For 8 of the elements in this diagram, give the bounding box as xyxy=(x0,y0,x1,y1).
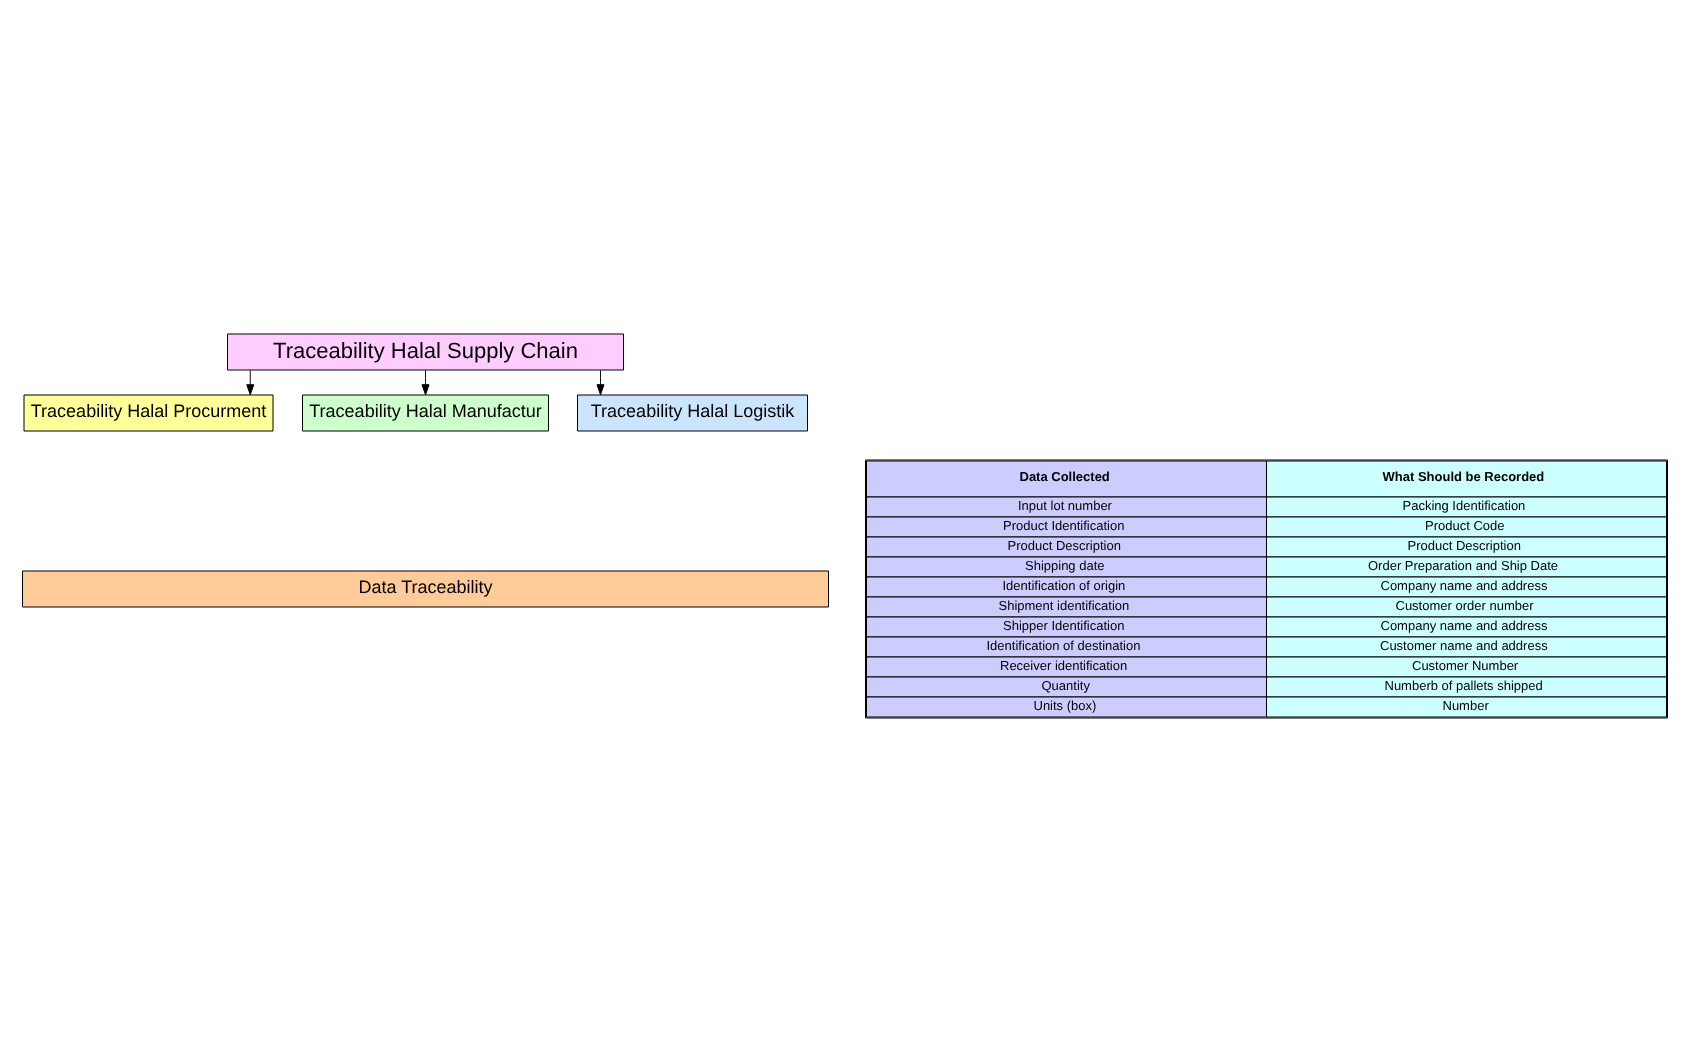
arrow xyxy=(596,368,605,395)
node-box: Data Traceability xyxy=(22,569,829,607)
arrow xyxy=(246,368,255,395)
node-box: Traceability Halal Manufactur xyxy=(302,393,549,431)
node-box: Traceability Halal Procurment xyxy=(23,393,274,431)
arrow xyxy=(421,368,430,395)
node-box: Traceability Halal Logistik xyxy=(577,393,808,431)
node-box: Traceability Halal Supply Chain xyxy=(227,332,624,370)
